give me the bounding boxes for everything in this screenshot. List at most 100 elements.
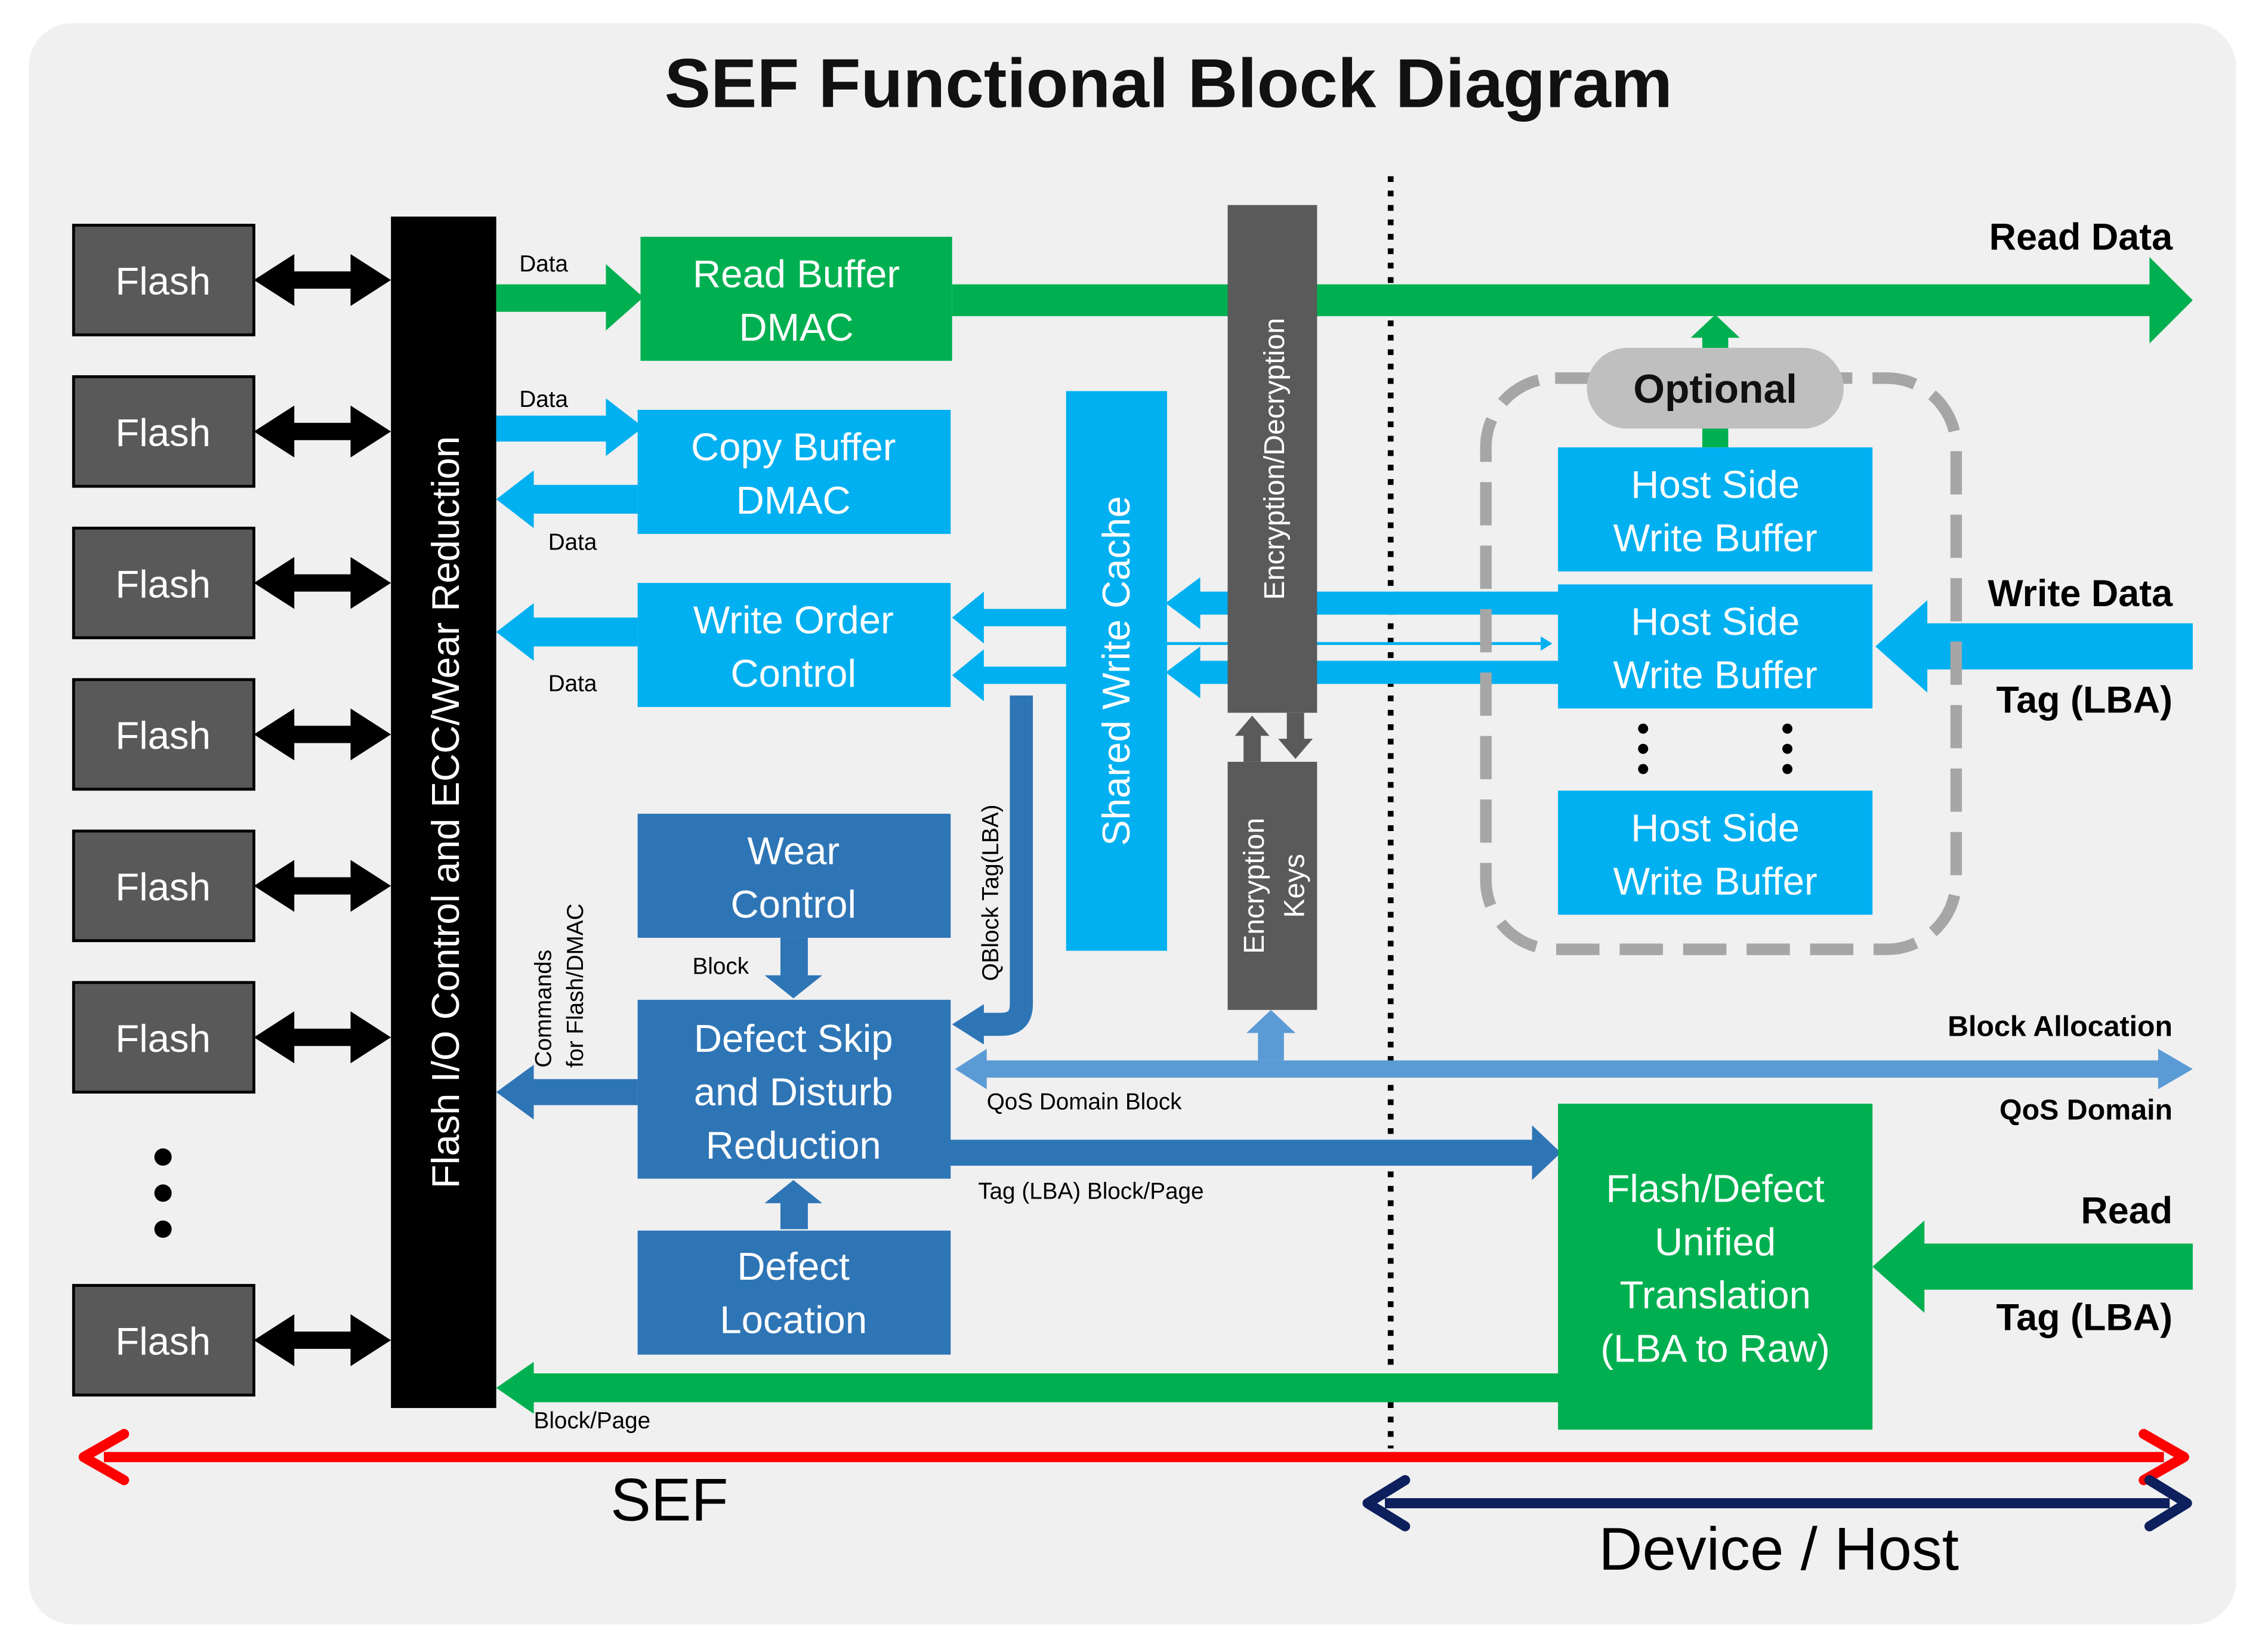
commands-label-1: Commands (531, 950, 557, 1068)
unified-translation-block (1558, 1103, 1873, 1430)
flash-box (72, 375, 255, 488)
host-buffer-ellipsis (1638, 723, 1793, 774)
host-write-buffer-1-label-1: Host Side (1631, 462, 1800, 506)
encryption-decryption-label: Encryption/Decryption (1258, 318, 1291, 600)
translation-label-1: Flash/Defect (1606, 1166, 1825, 1210)
device-host-scope-arrow (1362, 1475, 2192, 1531)
defect-skip-label-2: and Disturb (694, 1070, 893, 1113)
location-to-defect-arrow (764, 1180, 823, 1230)
defect-location-label-1: Defect (737, 1245, 850, 1288)
copy-buffer-label-1: Copy Buffer (691, 425, 896, 469)
block-page-return-arrow (496, 1361, 1561, 1414)
translation-label-3: Translation (1619, 1273, 1810, 1317)
qos-domain-block-label: QoS Domain Block (987, 1089, 1182, 1115)
read-data-label: Read Data (1989, 217, 2173, 258)
flash-box (72, 829, 255, 943)
write-data-label: Write Data (1988, 573, 2173, 615)
defect-skip-block (637, 999, 951, 1179)
tag-block-page-label: Tag (LBA) Block/Page (978, 1178, 1203, 1204)
host-write-buffer-3-label-1: Host Side (1631, 806, 1800, 850)
read-label: Read (2081, 1190, 2172, 1232)
host-write-buffer-3-label-2: Write Buffer (1613, 859, 1817, 903)
copy-buffer-dmac-block (637, 409, 951, 534)
translation-label-4: (LBA to Raw) (1600, 1327, 1830, 1370)
cache-to-write-order-arrow-1 (952, 591, 1068, 644)
flash-io-double-arrow (254, 405, 391, 458)
copy-buffer-to-io-arrow (496, 470, 638, 529)
data-label-copy-in: Data (519, 387, 568, 412)
shared-write-cache-label: Shared Write Cache (1094, 496, 1138, 845)
flash-box (72, 224, 255, 336)
qos-to-keys-arrow (1246, 1009, 1296, 1061)
flash-box-label: Flash (115, 865, 211, 909)
wear-to-defect-arrow (764, 937, 823, 999)
commands-arrow (496, 1064, 638, 1120)
flash-box (72, 678, 255, 791)
host-buffer-to-cache-arrow-1 (1165, 577, 1561, 629)
flash-box-label: Flash (115, 410, 211, 454)
qos-domain-double-arrow (955, 1049, 2193, 1089)
flash-io-double-arrow (254, 254, 391, 306)
read-data-arrow (952, 257, 2193, 344)
encryption-keys-label-1: Encryption (1238, 818, 1270, 954)
qblock-arrow-head (952, 1004, 984, 1045)
block-page-label: Block/Page (534, 1408, 651, 1434)
write-order-label-1: Write Order (693, 598, 894, 642)
defect-skip-label-1: Defect Skip (694, 1017, 893, 1060)
read-tag-lba-label: Tag (LBA) (1996, 1296, 2172, 1338)
flash-box (72, 1284, 255, 1397)
host-write-buffer-2-label-2: Write Buffer (1613, 653, 1817, 697)
qblock-label: QBlock Tag(LBA) (978, 804, 1004, 981)
data-to-copy-buffer-arrow (496, 398, 644, 456)
data-label-copy-out: Data (548, 530, 597, 555)
diagram-title: SEF Functional Block Diagram (665, 44, 1672, 122)
block-allocation-label: Block Allocation (1948, 1010, 2172, 1042)
read-buffer-label-1: Read Buffer (693, 252, 900, 295)
defect-location-block (637, 1230, 951, 1355)
host-write-buffer-2-label-1: Host Side (1631, 600, 1800, 643)
flash-io-double-arrow (254, 708, 391, 761)
host-buffer-to-cache-arrow-2 (1165, 646, 1561, 699)
optional-badge (1587, 348, 1844, 429)
commands-label-2: for Flash/DMAC (563, 903, 588, 1067)
flash-box-label: Flash (115, 1320, 211, 1363)
wear-control-block (637, 813, 951, 938)
flash-io-double-arrow (254, 1011, 391, 1064)
flash-box-label: Flash (115, 562, 211, 606)
flash-box-label: Flash (115, 714, 211, 757)
keys-up-arrow (1235, 715, 1270, 762)
flash-io-control-label: Flash I/O Control and ECC/Wear Reduction (424, 436, 467, 1188)
flash-box (72, 526, 255, 640)
optional-label: Optional (1633, 367, 1797, 412)
flash-io-control-bar (391, 217, 496, 1409)
sef-label: SEF (610, 1466, 728, 1534)
host-write-buffer-3 (1558, 791, 1873, 915)
tag-block-page-arrow (949, 1125, 1561, 1181)
block-label: Block (693, 953, 749, 979)
write-order-control-block (637, 583, 951, 708)
encryption-keys-block (1227, 761, 1317, 1010)
copy-buffer-label-2: DMAC (736, 478, 851, 522)
write-order-label-2: Control (731, 651, 856, 695)
wear-control-label-2: Control (731, 882, 856, 926)
bypass-line-head (1541, 636, 1553, 651)
translation-label-2: Unified (1655, 1220, 1776, 1264)
flash-io-double-arrow (254, 860, 391, 912)
data-label-write-order: Data (548, 671, 597, 696)
data-to-read-buffer-arrow (496, 264, 644, 331)
write-tag-lba-label: Tag (LBA) (1996, 680, 2172, 721)
read-buffer-label-2: DMAC (739, 305, 854, 349)
wear-control-label-1: Wear (747, 829, 840, 873)
qos-domain-label: QoS Domain (1999, 1094, 2172, 1126)
read-buffer-dmac-block (640, 236, 952, 361)
flash-io-double-arrow (254, 557, 391, 609)
shared-write-cache-block (1066, 391, 1167, 951)
flash-box-label: Flash (115, 1017, 211, 1060)
encryption-keys-label-2: Keys (1279, 854, 1311, 918)
write-order-to-io-arrow (496, 603, 638, 661)
data-label-read: Data (519, 251, 568, 277)
encryption-decryption-block (1227, 205, 1317, 713)
